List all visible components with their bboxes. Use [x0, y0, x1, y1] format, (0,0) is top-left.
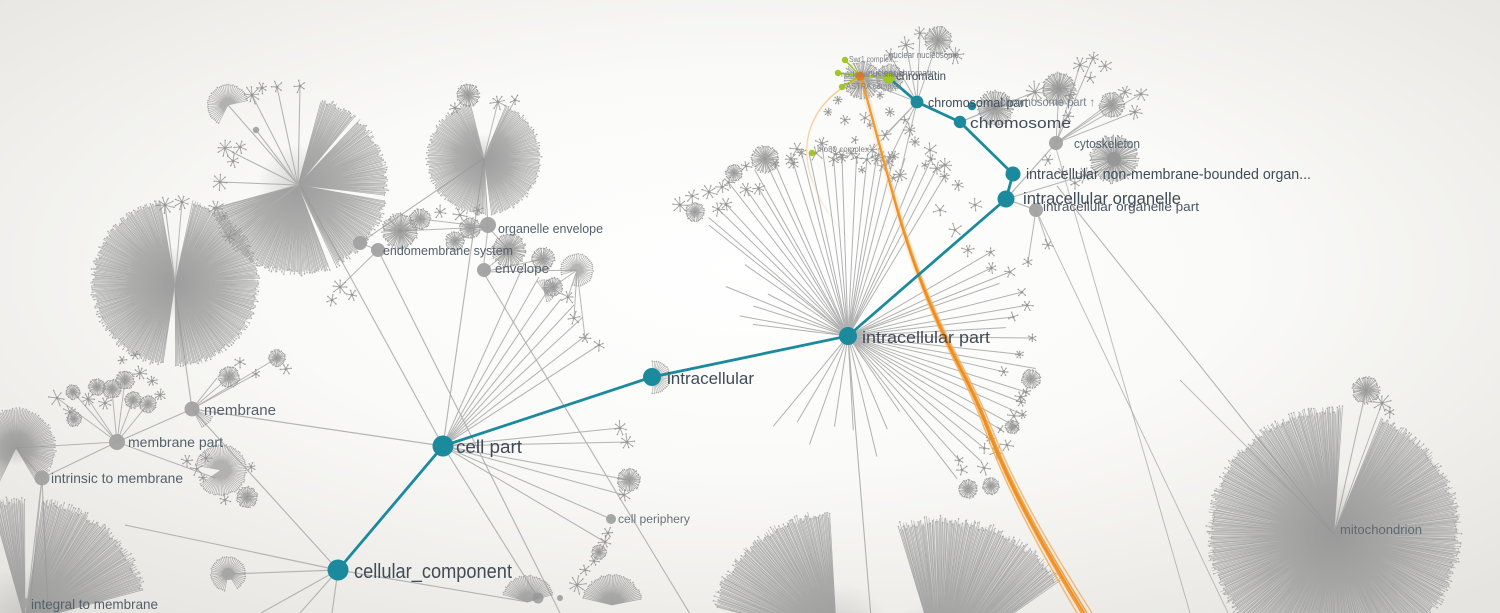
svg-text:Ino80 complex: Ino80 complex [817, 145, 869, 154]
svg-text:chromosome part ↑: chromosome part ↑ [1000, 95, 1095, 109]
svg-text:intracellular: intracellular [667, 369, 754, 388]
svg-text:chromosome: chromosome [970, 115, 1071, 132]
svg-text:cellular_component: cellular_component [354, 561, 512, 583]
svg-text:intracellular organelle part: intracellular organelle part [1043, 199, 1199, 214]
svg-text:cell part: cell part [456, 437, 522, 457]
svg-text:intracellular part: intracellular part [862, 328, 990, 347]
svg-text:chromatin: chromatin [896, 69, 946, 83]
svg-text:integral to membrane: integral to membrane [31, 596, 158, 612]
svg-text:intracellular non-membrane-bou: intracellular non-membrane-bounded organ… [1026, 166, 1311, 183]
svg-text:intracellular organelle: intracellular organelle [1023, 189, 1181, 208]
svg-text:membrane: membrane [204, 402, 276, 419]
svg-text:mitochondrion: mitochondrion [1340, 522, 1422, 537]
svg-text:chromosomal part: chromosomal part [928, 95, 1028, 110]
svg-text:membrane part: membrane part [128, 434, 223, 450]
svg-text:intrinsic to membrane: intrinsic to membrane [51, 470, 183, 486]
svg-text:cell periphery: cell periphery [618, 514, 690, 526]
svg-text:nucleolar chromatin: nucleolar chromatin [841, 70, 904, 79]
svg-text:nuclear nucleosome: nuclear nucleosome [889, 50, 959, 60]
svg-text:ASTRA complex: ASTRA complex [846, 82, 901, 91]
svg-text:nuclear chromatin: nuclear chromatin [868, 68, 936, 78]
svg-text:cytoskeleton: cytoskeleton [1074, 137, 1140, 151]
svg-text:Swr1 complex...: Swr1 complex... [849, 55, 898, 64]
svg-text:organelle envelope: organelle envelope [498, 222, 603, 236]
svg-text:envelope: envelope [495, 261, 549, 276]
svg-text:endomembrane system: endomembrane system [383, 243, 513, 258]
